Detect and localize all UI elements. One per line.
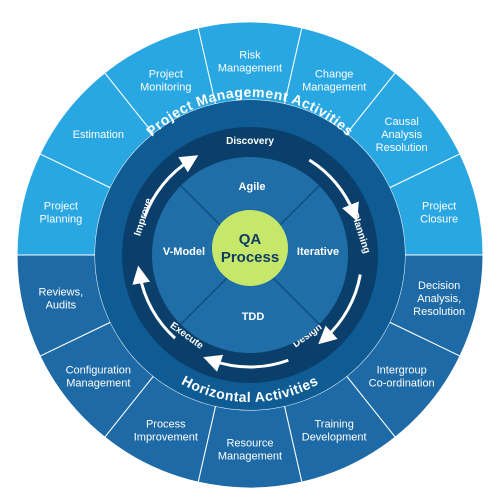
method-iterative: Iterative xyxy=(297,246,339,258)
arrow-execute-to-improve xyxy=(132,265,177,340)
cycle-arrows xyxy=(132,155,362,372)
arrow-discovery-to-planning xyxy=(308,158,359,222)
arrow-design-to-execute xyxy=(203,354,289,372)
method-vmodel: V-Model xyxy=(163,246,205,258)
center-line-2: Process xyxy=(221,249,279,266)
segment-label-reviews-audits: Reviews,Audits xyxy=(39,287,84,312)
arrow-planning-to-design xyxy=(318,274,362,345)
arrow-improve-to-discovery xyxy=(143,155,199,218)
method-tdd: TDD xyxy=(242,311,265,323)
qa-process-center xyxy=(212,210,288,286)
segment-label-estimation: Estimation xyxy=(73,129,124,141)
center-line-1: QA xyxy=(239,231,262,248)
method-agile: Agile xyxy=(239,181,266,193)
cycle-discovery: Discovery xyxy=(226,136,274,147)
